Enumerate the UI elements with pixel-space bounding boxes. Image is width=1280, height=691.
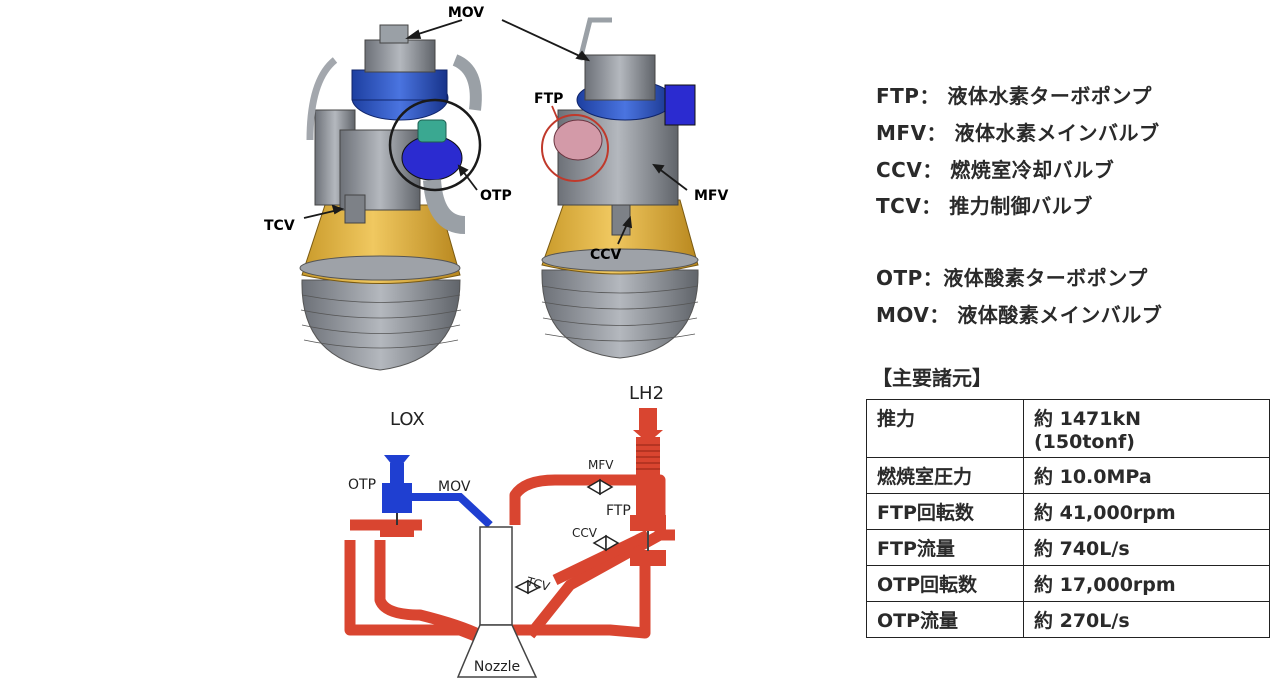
flow-label-tcv: TCV bbox=[524, 574, 552, 594]
otp-highlight-circle bbox=[388, 98, 482, 192]
flow-label-lox: LOX bbox=[390, 409, 425, 430]
spec-key: 推力 bbox=[866, 399, 1024, 458]
table-row: 燃焼室圧力 約 10.0MPa bbox=[866, 457, 1270, 494]
flow-label-mfv: MFV bbox=[588, 458, 614, 472]
engine-renderings: MOV OTP TCV FTP MFV CCV bbox=[264, 5, 728, 371]
ftp-highlight-circle bbox=[541, 114, 609, 182]
table-row: FTP回転数 約 41,000rpm bbox=[866, 493, 1270, 530]
spec-key: FTP回転数 bbox=[866, 493, 1024, 530]
spec-value: 約 10.0MPa bbox=[1023, 457, 1270, 494]
legend-mov: MOV： 液体酸素メインバルブ bbox=[876, 303, 1163, 327]
spec-key: 燃焼室圧力 bbox=[866, 457, 1024, 494]
legend-tcv: TCV： 推力制御バルブ bbox=[876, 194, 1093, 218]
legend-ftp: FTP： 液体水素ターボポンプ bbox=[876, 84, 1152, 108]
spec-key: FTP流量 bbox=[866, 529, 1024, 566]
label-otp: OTP bbox=[480, 188, 512, 204]
spec-value: 約 1471kN(150tonf) bbox=[1023, 399, 1270, 458]
ftp-pump-column bbox=[630, 408, 666, 566]
label-ftp: FTP bbox=[534, 91, 563, 107]
legend-mfv: MFV： 液体水素メインバルブ bbox=[876, 121, 1160, 145]
label-mfv: MFV bbox=[694, 188, 728, 204]
legend-ccv: CCV： 燃焼室冷却バルブ bbox=[876, 158, 1115, 182]
flow-label-nozzle: Nozzle bbox=[474, 659, 520, 675]
label-tcv: TCV bbox=[264, 218, 295, 234]
engine-left bbox=[299, 24, 482, 371]
nozzle-chamber bbox=[456, 526, 538, 678]
valves bbox=[514, 478, 620, 595]
engine-right bbox=[541, 17, 699, 359]
flow-label-mov: MOV bbox=[438, 479, 471, 495]
flow-label-ftp: FTP bbox=[606, 503, 631, 519]
leader-arrows bbox=[303, 19, 688, 245]
table-row: OTP回転数 約 17,000rpm bbox=[866, 565, 1270, 602]
table-row: FTP流量 約 740L/s bbox=[866, 529, 1270, 566]
spec-value: 約 17,000rpm bbox=[1023, 565, 1270, 602]
table-row: 推力 約 1471kN(150tonf) bbox=[866, 399, 1270, 458]
spec-value: 約 740L/s bbox=[1023, 529, 1270, 566]
spec-key: OTP流量 bbox=[866, 601, 1024, 638]
flow-label-lh2: LH2 bbox=[629, 383, 664, 404]
legend-otp: OTP：液体酸素ターボポンプ bbox=[876, 266, 1148, 290]
spec-key: OTP回転数 bbox=[866, 565, 1024, 602]
spec-value: 約 270L/s bbox=[1023, 601, 1270, 638]
spec-heading: 【主要諸元】 bbox=[872, 366, 992, 390]
label-ccv: CCV bbox=[590, 247, 622, 263]
flow-schematic: LOX LH2 OTP MOV MFV FTP CCV TCV Nozzle bbox=[344, 383, 675, 678]
table-row: OTP流量 約 270L/s bbox=[866, 601, 1270, 638]
label-mov: MOV bbox=[448, 5, 484, 21]
spec-value: 約 41,000rpm bbox=[1023, 493, 1270, 530]
flow-label-otp: OTP bbox=[348, 477, 376, 493]
spec-table: 推力 約 1471kN(150tonf) 燃焼室圧力 約 10.0MPa FTP… bbox=[866, 399, 1270, 638]
lox-flow bbox=[380, 455, 493, 537]
flow-label-ccv: CCV bbox=[572, 526, 598, 540]
